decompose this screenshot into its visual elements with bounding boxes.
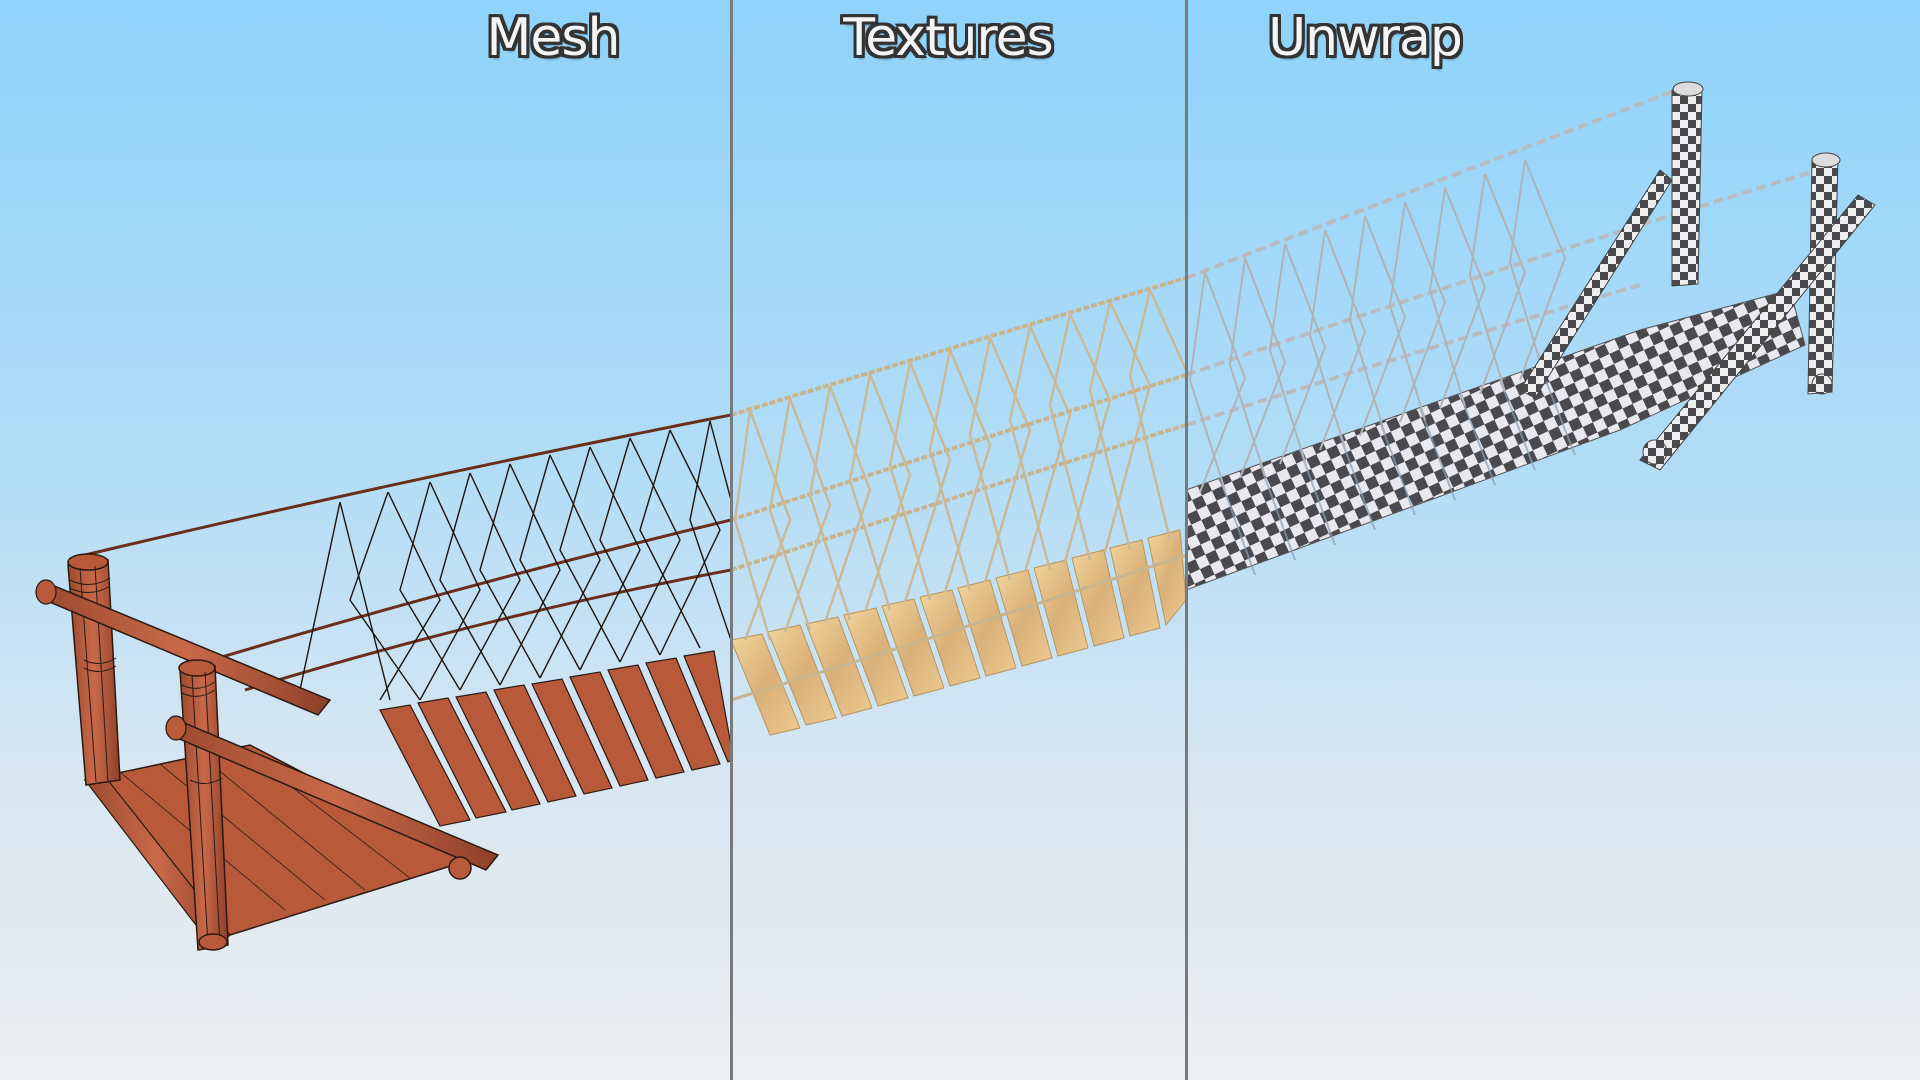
label-textures: Textures — [843, 8, 1053, 68]
mesh-left-post — [67, 553, 121, 786]
unwrap-far-post — [1671, 81, 1704, 287]
texture-deck-planks — [731, 529, 1186, 736]
textures-section — [731, 276, 1186, 736]
section-divider-2 — [1185, 0, 1188, 1080]
unwrap-net — [1188, 159, 1567, 493]
label-mesh: Mesh — [486, 8, 621, 68]
label-unwrap: Unwrap — [1268, 8, 1463, 68]
mesh-deck-planks — [379, 650, 731, 827]
mesh-net — [299, 420, 731, 701]
mesh-section — [35, 413, 731, 951]
texture-net — [733, 289, 1186, 641]
unwrap-section — [1186, 81, 1876, 591]
unwrap-near-post — [1807, 152, 1841, 395]
unwrap-deck — [1186, 289, 1806, 591]
section-divider-1 — [730, 0, 733, 1080]
